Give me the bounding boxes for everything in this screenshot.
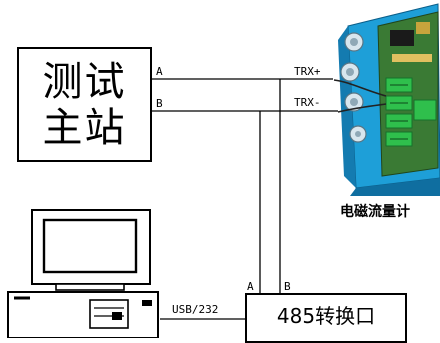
station-port-a-label: A <box>156 65 163 78</box>
meter-terminal-minus-label: TRX- <box>294 96 321 109</box>
flow-meter-device-image <box>333 3 440 196</box>
rs485-converter-label: 485转换口 <box>276 303 376 328</box>
station-port-b-label: B <box>156 97 163 110</box>
rs485-converter-box: 485转换口 <box>245 293 407 343</box>
usb-232-link-label: USB/232 <box>172 303 219 316</box>
converter-port-a-label: A <box>247 280 254 293</box>
flow-meter-label: 电磁流量计 <box>340 204 410 220</box>
converter-port-b-label: B <box>284 280 291 293</box>
test-station-label-line2: 主站 <box>42 104 127 151</box>
computer-icon <box>7 209 159 338</box>
meter-terminal-plus-label: TRX+ <box>294 65 321 78</box>
test-station-box: 测试 主站 <box>17 47 152 162</box>
test-station-label-line1: 测试 <box>42 58 127 105</box>
